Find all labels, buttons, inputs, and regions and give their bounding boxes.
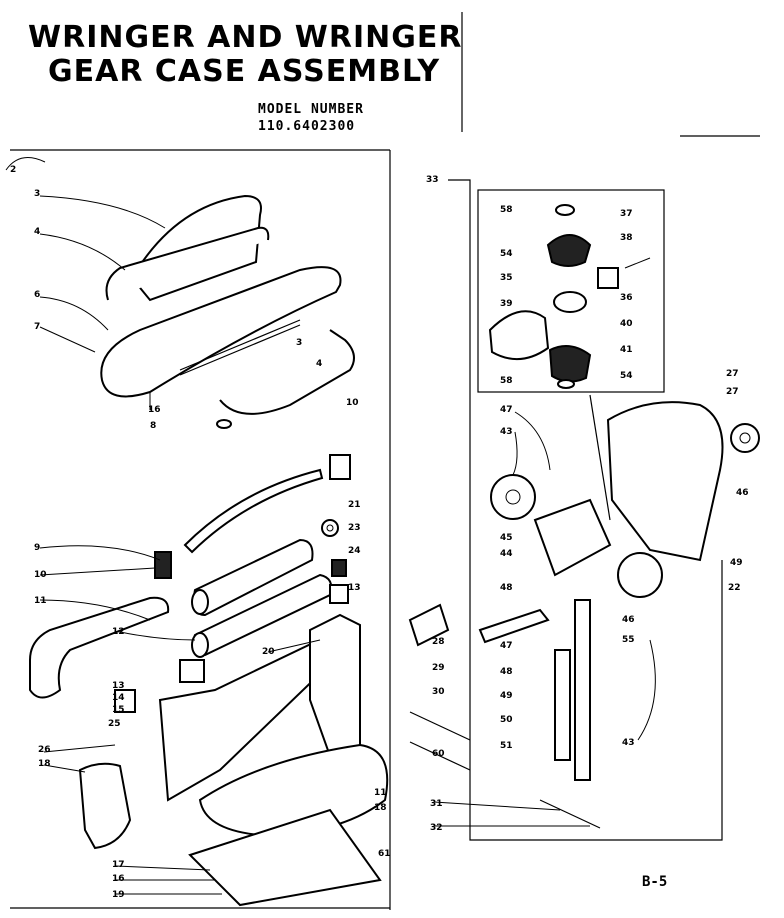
callout-label: 48 (500, 667, 513, 677)
callout-label: 19 (112, 890, 125, 900)
right-callouts: 33 58 37 54 38 35 36 39 40 41 58 54 47 4… (426, 175, 749, 833)
callout-label: 10 (34, 570, 47, 580)
callout-label: 21 (348, 500, 361, 510)
model-number-label: MODEL NUMBER (258, 102, 364, 117)
callout-label: 3 (34, 189, 40, 199)
callout-label: 16 (148, 405, 161, 415)
callout-label: 49 (730, 558, 743, 568)
callout-label: 3 (296, 338, 302, 348)
callout-label: 29 (432, 663, 445, 673)
pressure-strip-parts (154, 454, 351, 579)
callout-label: 39 (500, 299, 513, 309)
wringer-side-housing (29, 596, 170, 699)
callout-label: 12 (112, 627, 125, 637)
wringer-frame (78, 613, 389, 907)
callout-label: 47 (500, 641, 513, 651)
callout-label: 48 (500, 583, 513, 593)
callout-label: 31 (430, 799, 443, 809)
callout-label: 54 (500, 249, 513, 259)
callout-label: 61 (378, 849, 391, 859)
callout-label: 47 (500, 405, 513, 415)
callout-label: 28 (432, 637, 445, 647)
callout-label: 10 (346, 398, 359, 408)
left-callouts: 2 3 4 6 7 16 8 3 4 10 9 10 11 12 21 23 2… (10, 165, 391, 900)
callout-label: 25 (108, 719, 121, 729)
callout-label: 13 (112, 681, 125, 691)
callout-label: 9 (34, 543, 40, 553)
callout-label: 58 (500, 376, 513, 386)
callout-label: 15 (112, 705, 125, 715)
callout-label: 16 (112, 874, 125, 884)
callout-label: 58 (500, 205, 513, 215)
callout-label: 22 (728, 583, 741, 593)
callout-label: 46 (622, 615, 635, 625)
callout-label: 24 (348, 546, 361, 556)
callout-label: 23 (348, 523, 361, 533)
callout-label: 54 (620, 371, 633, 381)
diagram-title-line1: WRINGER AND WRINGER (28, 20, 463, 55)
callout-label: 14 (112, 693, 125, 703)
callout-label: 30 (432, 687, 445, 697)
callout-label: 27 (726, 387, 739, 397)
callout-label: 11 (374, 788, 387, 798)
callout-label: 51 (500, 741, 513, 751)
wringer-top-cover (100, 194, 355, 429)
callout-leaders (39, 195, 656, 895)
callout-label: 17 (112, 860, 125, 870)
callout-label: 32 (430, 823, 443, 833)
callout-label: 18 (38, 759, 51, 769)
callout-label: 13 (348, 583, 361, 593)
callout-label: 20 (262, 647, 275, 657)
callout-label: 43 (622, 738, 635, 748)
model-number-value: 110.6402300 (258, 119, 356, 134)
callout-label: 27 (726, 369, 739, 379)
gear-case-housing (408, 394, 760, 829)
callout-label: 4 (316, 359, 322, 369)
gear-detail-parts (488, 204, 651, 389)
callout-label: 41 (620, 345, 633, 355)
callout-label: 40 (620, 319, 633, 329)
callout-label: 49 (500, 691, 513, 701)
callout-label: 46 (736, 488, 749, 498)
callout-label: 36 (620, 293, 633, 303)
callout-label: 2 (10, 165, 16, 175)
frame-lines (5, 12, 760, 910)
callout-label: 8 (150, 421, 156, 431)
gear-case-frame (448, 179, 723, 841)
callout-label: 6 (34, 290, 40, 300)
callout-label: 26 (38, 745, 51, 755)
callout-label: 44 (500, 549, 513, 559)
callout-label: 33 (426, 175, 439, 185)
callout-label: 55 (622, 635, 635, 645)
callout-label: 37 (620, 209, 633, 219)
callout-label: 45 (500, 533, 513, 543)
callout-label: 38 (620, 233, 633, 243)
wringer-rolls (191, 519, 349, 658)
callout-label: 60 (432, 749, 445, 759)
diagram-title-line2: GEAR CASE ASSEMBLY (48, 54, 441, 89)
callout-label: 18 (374, 803, 387, 813)
callout-label: 11 (34, 596, 47, 606)
page-code: B-5 (642, 874, 668, 890)
callout-label: 50 (500, 715, 513, 725)
callout-label: 43 (500, 427, 513, 437)
callout-label: 7 (34, 322, 40, 332)
callout-label: 4 (34, 227, 40, 237)
callout-label: 35 (500, 273, 513, 283)
